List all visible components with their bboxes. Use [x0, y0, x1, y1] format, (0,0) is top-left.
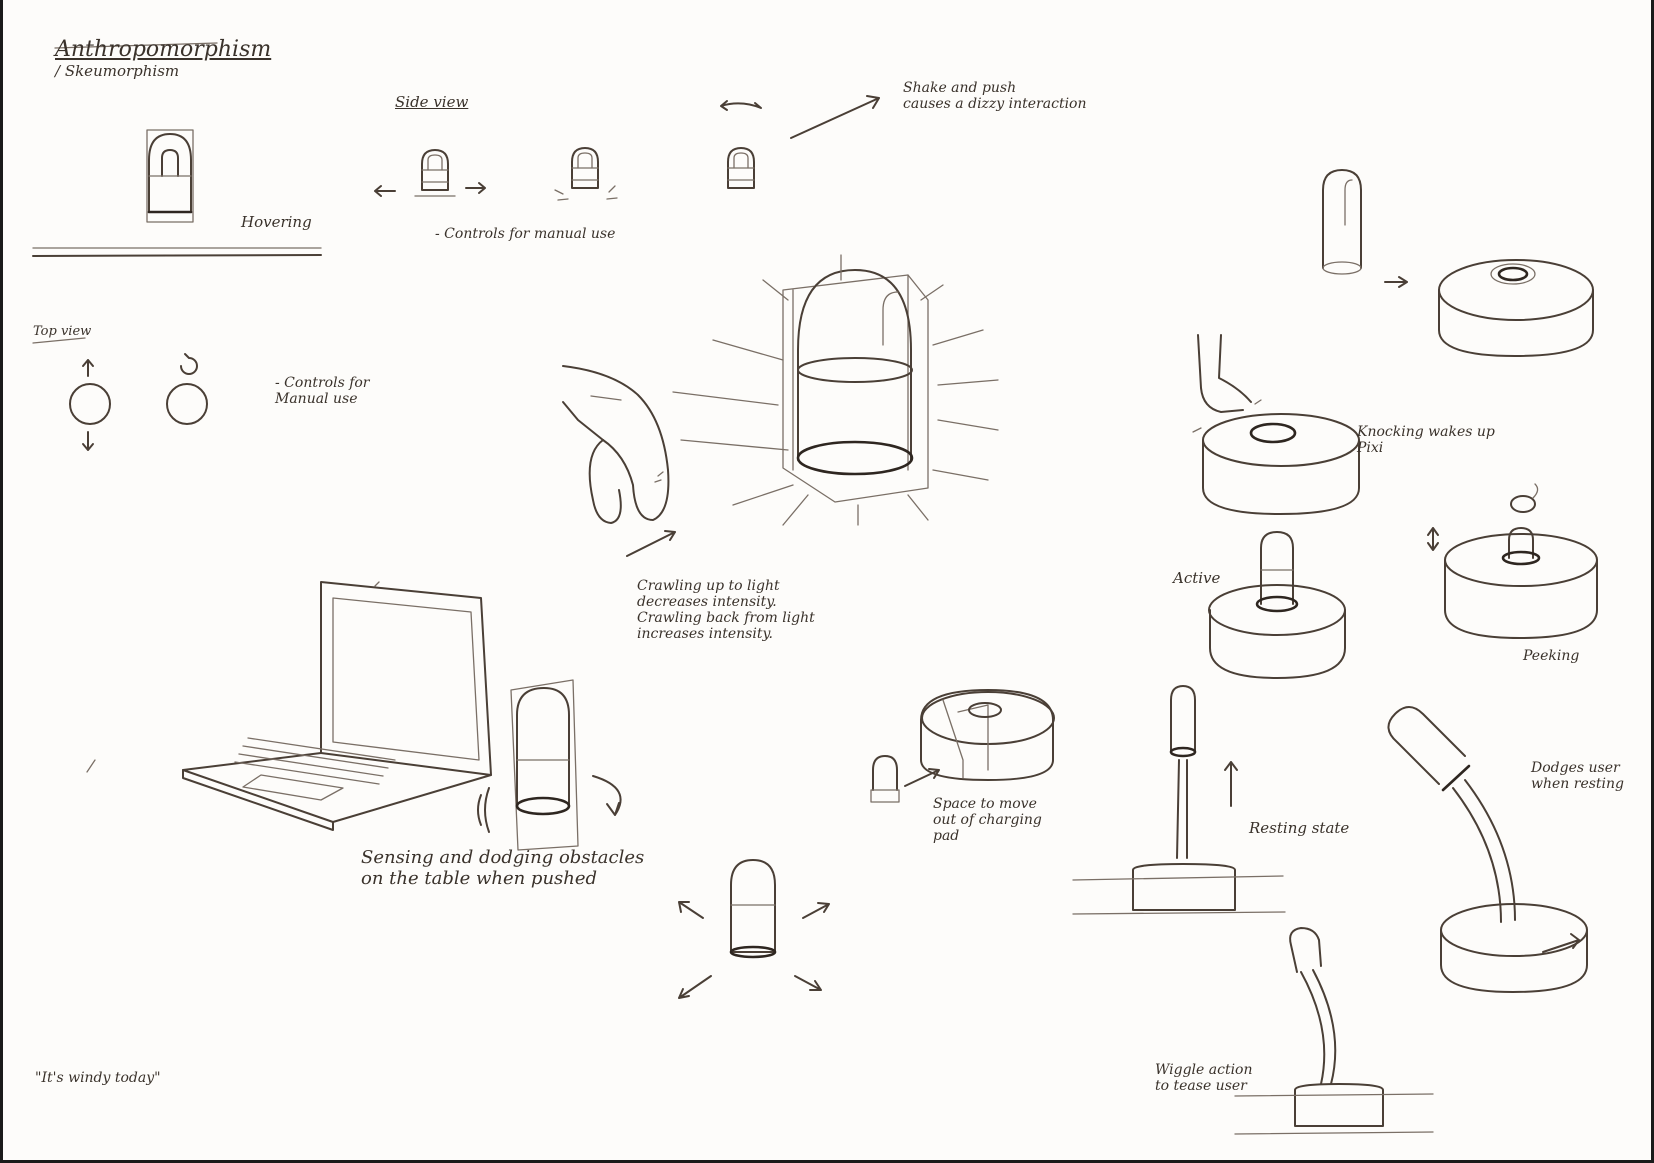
hovering-label: Hovering: [241, 213, 312, 231]
windy-quote: "It's windy today": [35, 1070, 161, 1086]
sensing-note: Sensing and dodging obstacles on the tab…: [361, 847, 645, 889]
resting-sketch: [1072, 685, 1286, 915]
active-label: Active: [1173, 569, 1221, 587]
knocking-sketch: [1192, 334, 1360, 515]
hand-sketch: [562, 365, 676, 557]
peeking-label: Peeking: [1523, 648, 1580, 664]
resting-label: Resting state: [1249, 819, 1350, 837]
side-view-label: Side view: [395, 93, 469, 111]
knocking-note: Knocking wakes up Pixi: [1357, 424, 1495, 457]
top-view-sketch: [32, 337, 208, 451]
charging-pad-sketch: [870, 689, 1055, 803]
dome-base-sketch: [1322, 169, 1594, 357]
title-main: Anthropomorphism: [55, 37, 272, 63]
wiggle-note: Wiggle action to tease user: [1155, 1062, 1253, 1095]
central-pod-sketch: [672, 254, 999, 526]
top-view-label: Top view: [33, 324, 92, 339]
title-underline: [54, 42, 218, 49]
active-sketch: [1208, 531, 1346, 679]
space-note: Space to move out of charging pad: [933, 796, 1042, 845]
shake-note: Shake and push causes a dizzy interactio…: [903, 80, 1087, 113]
peeking-sketch: [1427, 483, 1598, 639]
wiggle-sketch: [1234, 927, 1434, 1135]
dodges-sketch: [1387, 706, 1588, 993]
laptop-sketch: [86, 581, 622, 851]
side-view-sketch: [374, 95, 880, 201]
concept-sketch: [32, 42, 1598, 1135]
title-sub: / Skeumorphism: [55, 61, 180, 80]
title: Anthropomorphism / Skeumorphism: [55, 20, 271, 80]
controls-side-note: - Controls for manual use: [435, 226, 616, 242]
crawling-note: Crawling up to light decreases intensity…: [637, 578, 815, 643]
controls-top-note: - Controls for Manual use: [275, 375, 370, 408]
pushed-pod-sketch: [678, 859, 830, 999]
dodges-note: Dodges user when resting: [1531, 760, 1624, 793]
hovering-sketch: [32, 129, 322, 257]
